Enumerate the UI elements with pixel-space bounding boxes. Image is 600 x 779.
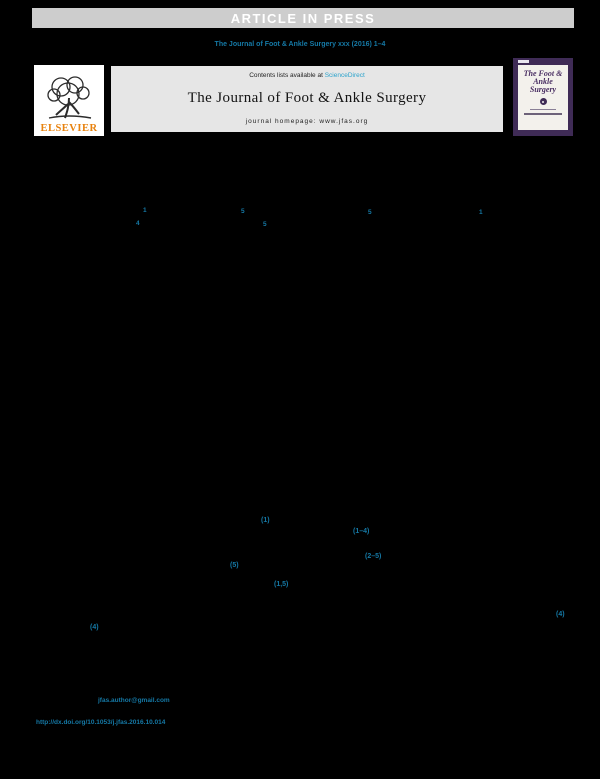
reference-citation-link[interactable]: (1,5) (274, 581, 289, 588)
author-superscript: 5 (368, 209, 372, 216)
reference-citation-link[interactable]: (4) (556, 611, 565, 618)
homepage-prefix: journal homepage: (245, 118, 320, 125)
reference-citation-link[interactable]: (1–4) (353, 528, 370, 535)
homepage-line: journal homepage: www.jfas.org (246, 118, 369, 125)
reference-citation-link[interactable]: (2–5) (365, 553, 382, 560)
cover-rule (530, 109, 556, 110)
cover-title: The Foot & Ankle Surgery (524, 65, 563, 94)
journal-masthead: Contents lists available at ScienceDirec… (111, 66, 503, 132)
reference-citation-link[interactable]: (5) (230, 562, 239, 569)
sciencedirect-link[interactable]: ScienceDirect (324, 72, 365, 79)
cover-rule (524, 113, 562, 115)
contents-list-line: Contents lists available at ScienceDirec… (249, 72, 365, 79)
cover-emblem-icon (539, 98, 547, 105)
elsevier-wordmark: ELSEVIER (40, 123, 98, 134)
cover-title-line3: Surgery (529, 85, 557, 94)
author-superscript: 4 (136, 220, 140, 227)
author-superscript: 5 (263, 221, 267, 228)
reference-citation-link[interactable]: (1) (261, 517, 270, 524)
author-superscript: 1 (479, 209, 483, 216)
corresponding-author-email-link[interactable]: jfas.author@gmail.com (98, 697, 170, 704)
journal-title: The Journal of Foot & Ankle Surgery (187, 90, 427, 106)
elsevier-logo[interactable]: ELSEVIER (34, 65, 104, 136)
journal-cover-thumbnail[interactable]: The Foot & Ankle Surgery (513, 58, 573, 136)
cover-title-line2: Ankle (533, 77, 553, 86)
homepage-link[interactable]: www.jfas.org (319, 118, 369, 125)
cover-inner-panel: The Foot & Ankle Surgery (518, 65, 568, 130)
reference-citation-link[interactable]: (4) (90, 624, 99, 631)
doi-link[interactable]: http://dx.doi.org/10.1053/j.jfas.2016.10… (36, 719, 166, 726)
elsevier-tree-icon (43, 74, 95, 125)
banner-label: ARTICLE IN PRESS (230, 10, 376, 26)
cover-title-line1: The Foot & (523, 69, 563, 78)
contents-prefix: Contents lists available at (249, 72, 325, 79)
author-superscript: 5 (241, 208, 245, 215)
article-in-press-banner: ARTICLE IN PRESS (32, 8, 574, 28)
running-citation: The Journal of Foot & Ankle Surgery xxx … (214, 41, 386, 48)
author-superscript: 1 (143, 207, 147, 214)
cover-top-tab (518, 60, 529, 63)
